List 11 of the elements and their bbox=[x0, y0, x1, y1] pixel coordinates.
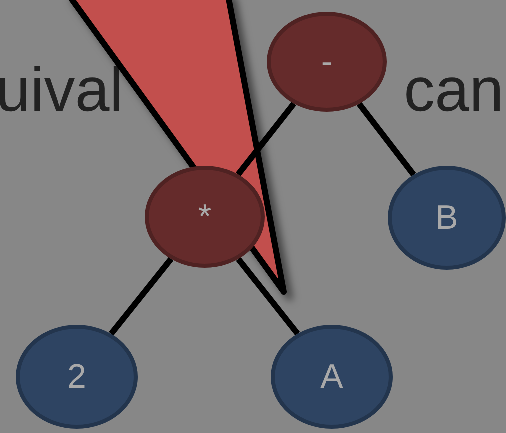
tree-edge bbox=[357, 102, 416, 177]
background-text: uival bbox=[0, 60, 124, 122]
node-label: A bbox=[320, 360, 344, 394]
node-label: * bbox=[198, 200, 212, 234]
tree-edge bbox=[236, 102, 296, 176]
tree-edge bbox=[109, 257, 174, 336]
node-label: 2 bbox=[68, 360, 86, 394]
tree-edge bbox=[236, 257, 300, 336]
background-text: can bbox=[404, 60, 504, 122]
node-label: - bbox=[321, 45, 333, 79]
node-label: B bbox=[436, 201, 458, 235]
